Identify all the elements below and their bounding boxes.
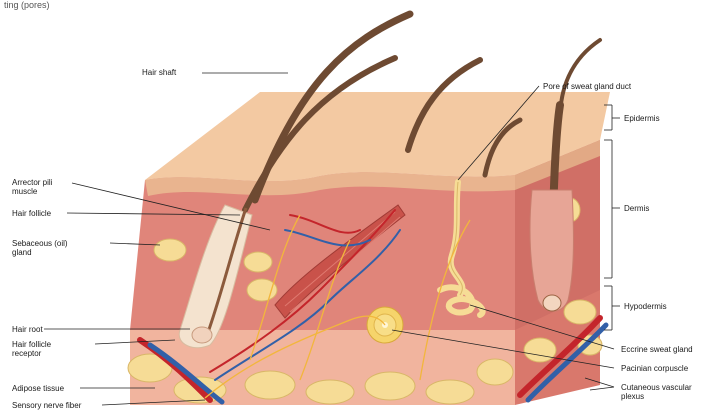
hair-follicle-right [530, 190, 573, 311]
label-pore: Pore of sweat gland duct [543, 82, 631, 91]
label-arrector-pili: Arrector pili muscle [12, 178, 52, 196]
label-adipose: Adipose tissue [12, 384, 64, 393]
label-dermis: Dermis [624, 204, 649, 213]
label-hypodermis: Hypodermis [624, 302, 667, 311]
label-hair-follicle: Hair follicle [12, 209, 51, 218]
label-cutaneous: Cutaneous vascular plexus [621, 383, 692, 401]
label-sensory-nerve: Sensory nerve fiber [12, 401, 81, 410]
label-sebaceous: Sebaceous (oil) gland [12, 239, 68, 257]
label-hair-shaft: Hair shaft [142, 68, 176, 77]
label-eccrine: Eccrine sweat gland [621, 345, 693, 354]
label-follicle-receptor: Hair follicle receptor [12, 340, 51, 358]
label-hair-root: Hair root [12, 325, 43, 334]
label-pacinian: Pacinian corpuscle [621, 364, 688, 373]
label-epidermis: Epidermis [624, 114, 660, 123]
